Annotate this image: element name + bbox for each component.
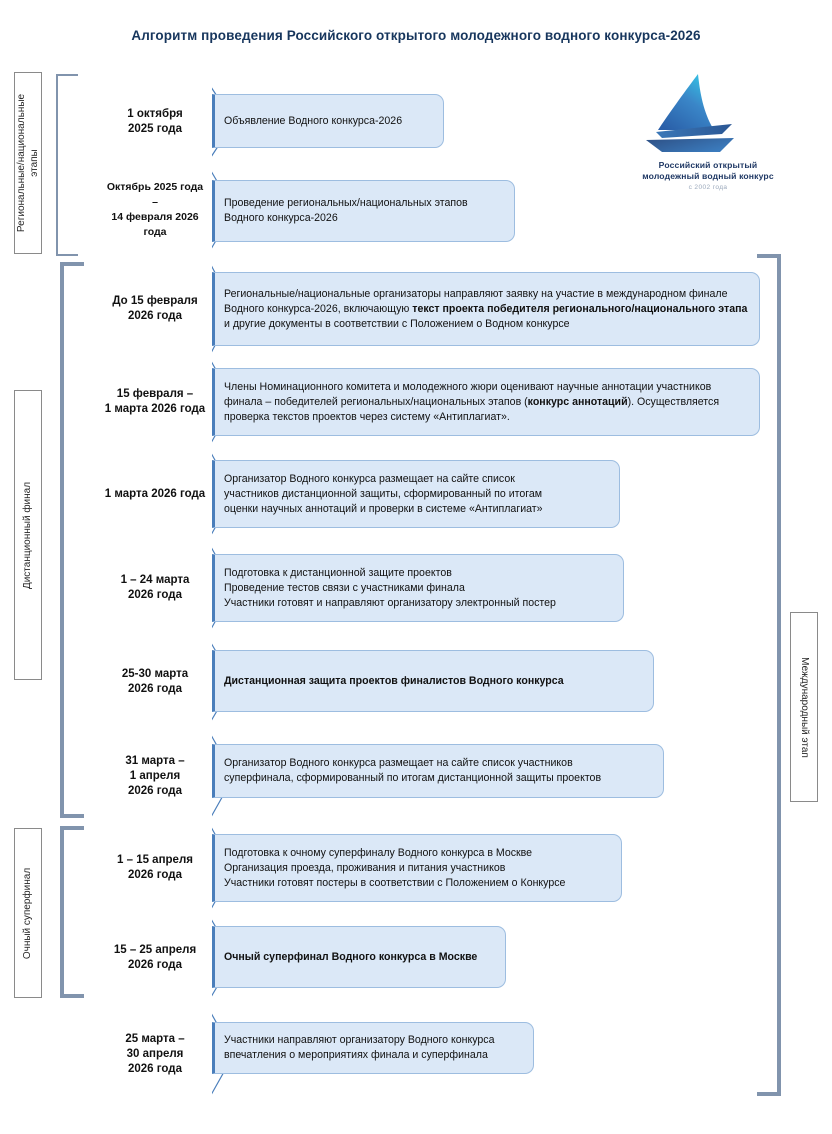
step-description-text: Организатор Водного конкурса размещает н… — [224, 472, 543, 515]
logo-line-3: с 2002 года — [688, 184, 728, 191]
side-label-remote-final: Дистанционный финал — [14, 390, 42, 680]
step-description: Подготовка к очному суперфиналу Водного … — [212, 834, 622, 902]
step-description-text: Объявление Водного конкурса-2026 — [224, 114, 403, 127]
step-date: Октябрь 2025 года –14 февраля 2026 года — [88, 170, 212, 250]
side-label-international-stage: Международный этап — [790, 612, 818, 802]
step-description: Проведение региональных/национальных эта… — [212, 180, 515, 242]
step-description-text: Члены Номинационного комитета и молодежн… — [224, 380, 720, 423]
step-description-text: Региональные/национальные организаторы н… — [224, 287, 748, 330]
step-description: Участники направляют организатору Водног… — [212, 1022, 534, 1074]
step-description: Региональные/национальные организаторы н… — [212, 272, 760, 346]
side-label-in-person-superfinal: Очный суперфинал — [14, 828, 42, 998]
side-label-text: Дистанционный финал — [22, 481, 34, 589]
step-description-text: Организатор Водного конкурса размещает н… — [224, 757, 602, 784]
step-description-text: Участники направляют организатору Водног… — [224, 1034, 495, 1061]
page-title: Алгоритм проведения Российского открытог… — [131, 28, 701, 43]
bracket-regional-national — [56, 74, 78, 256]
side-label-text: Международный этап — [798, 656, 810, 758]
step-description-text: Проведение региональных/национальных эта… — [224, 197, 468, 224]
process-step: 1 марта 2026 года Организатор Водного кон… — [88, 452, 626, 536]
logo: Российский открытый молодежный водный ко… — [608, 72, 808, 192]
logo-line-2: молодежный водный конкурс — [642, 171, 774, 181]
process-step: 15 февраля –1 марта 2026 года Члены Номин… — [88, 360, 766, 444]
logo-line-1: Российский открытый — [658, 160, 758, 170]
process-step: Октябрь 2025 года –14 февраля 2026 года П… — [88, 170, 521, 250]
step-description-text: Подготовка к дистанционной защите проект… — [224, 566, 556, 609]
bracket-in-person-superfinal — [60, 826, 84, 998]
step-date: 15 февраля –1 марта 2026 года — [88, 360, 212, 444]
step-description-text: Очный суперфинал Водного конкурса в Моск… — [224, 950, 478, 963]
step-description: Очный суперфинал Водного конкурса в Моск… — [212, 926, 506, 988]
step-description: Члены Номинационного комитета и молодежн… — [212, 368, 760, 436]
step-description: Дистанционная защита проектов финалистов… — [212, 650, 654, 712]
side-label-text: Очный суперфинал — [22, 867, 34, 959]
step-description: Организатор Водного конкурса размещает н… — [212, 744, 664, 798]
sailboat-icon — [636, 72, 756, 158]
step-description-text: Дистанционная защита проектов финалистов… — [224, 674, 564, 687]
step-description: Организатор Водного конкурса размещает н… — [212, 460, 620, 528]
step-description: Подготовка к дистанционной защите проект… — [212, 554, 624, 622]
step-date: 1 марта 2026 года — [88, 452, 212, 536]
bracket-remote-final — [60, 262, 84, 818]
bracket-international-stage — [757, 254, 781, 1096]
step-description-text: Подготовка к очному суперфиналу Водного … — [224, 846, 566, 889]
step-description: Объявление Водного конкурса-2026 — [212, 94, 444, 148]
